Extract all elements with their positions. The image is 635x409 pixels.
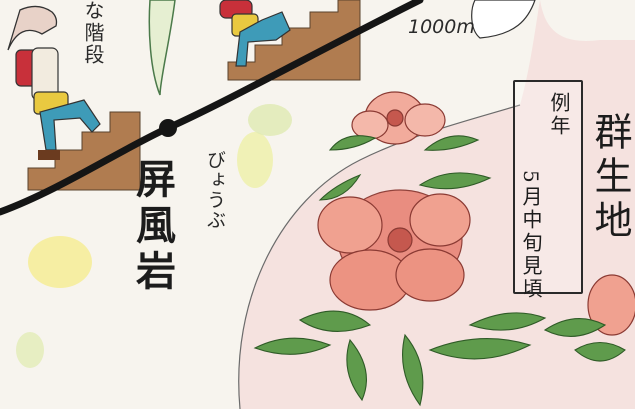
flower-bubble-outline	[238, 104, 521, 409]
stairs-icon	[27, 0, 361, 191]
location-name-label: 屏風岩	[129, 158, 176, 296]
altitude-label: 1000m	[408, 16, 475, 38]
bloom-note-line-1: 例年	[547, 92, 571, 138]
leaf-icon	[253, 135, 626, 407]
watercolor-splash-yellow	[28, 236, 92, 288]
hiker-icon	[7, 5, 101, 160]
rock-shape	[148, 0, 176, 96]
watercolor-splash-green-small	[16, 332, 44, 368]
colony-label: 群生地	[588, 112, 632, 244]
bloom-note-box	[513, 80, 583, 294]
trail-point	[159, 119, 177, 137]
name-reading-label: びょうぶ	[204, 150, 226, 230]
flower-icon	[317, 91, 635, 336]
watercolor-splash-lime	[237, 132, 273, 188]
watercolor-splash-green	[248, 104, 292, 136]
stairs-label: な階段	[81, 0, 105, 66]
hiker-icon	[219, 0, 291, 67]
altitude-bubble	[471, 0, 536, 39]
bloom-note-line-2: 5月中旬見頃	[519, 170, 543, 301]
